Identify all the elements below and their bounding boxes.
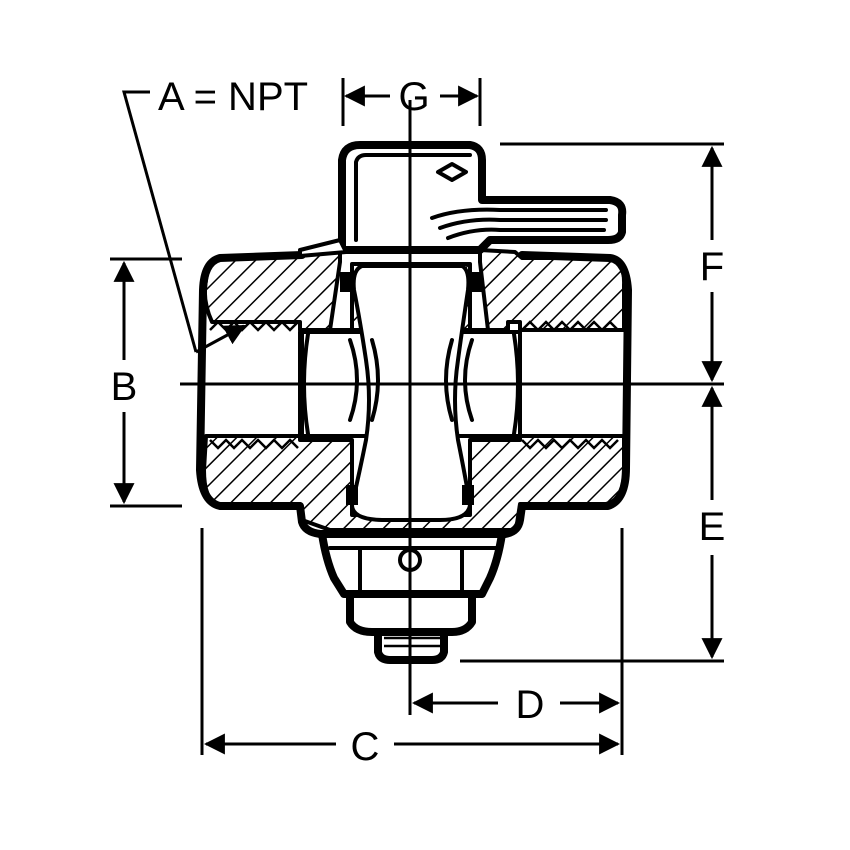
label-d: D [516, 683, 545, 727]
dimension-d: D [411, 528, 624, 755]
label-c: C [351, 725, 380, 769]
dimension-e: E [460, 385, 726, 663]
seal-rings [340, 272, 482, 505]
label-f: F [700, 245, 724, 289]
label-a: A = NPT [158, 75, 308, 119]
bottom-cap [318, 530, 506, 664]
label-b: B [111, 365, 138, 409]
dimension-c: C [200, 528, 621, 769]
label-e: E [699, 505, 726, 549]
dimension-g: G [341, 75, 482, 126]
dimension-b: B [110, 257, 182, 508]
handle [298, 141, 627, 258]
center-lines [180, 100, 724, 715]
dimension-f: F [500, 142, 724, 383]
label-g: G [398, 75, 429, 119]
dimension-a: A = NPT [122, 75, 308, 354]
